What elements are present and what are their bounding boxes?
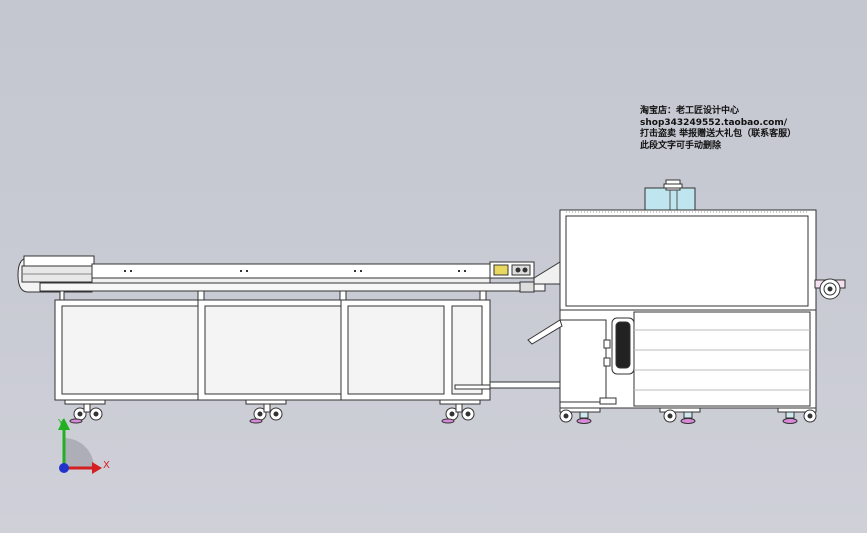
wrapper-machine [527,179,846,409]
conveyor-belt [91,263,491,279]
conveyor-assembly [17,255,561,293]
drive-yellow-block [493,264,509,276]
lower-left-door [559,319,607,403]
caster-1 [64,399,106,424]
frame-panel-1 [61,305,199,395]
conveyor-frame [54,290,563,401]
frame-panel-2 [204,305,342,395]
x-axis-arrow [92,462,102,474]
caster-2 [245,399,287,424]
conveyor-side-rail [39,282,546,292]
watermark-line-1: 淘宝店：老工匠设计中心 [640,106,740,116]
frame-panel-4 [451,305,483,395]
belt-markers [124,270,466,272]
frame-panel-3 [347,305,445,395]
watermark-line-3: 打击盗卖 举报赠送大礼包（联系客服） [640,129,797,139]
caster-3 [439,399,481,424]
y-axis-arrow [58,418,70,430]
infeed-top-cover [23,255,95,267]
upper-window [565,215,809,307]
x-axis-label: X [103,460,110,471]
axis-triad: Y X [57,418,110,474]
watermark-text: 淘宝店：老工匠设计中心 shop343249552.taobao.com/ 打击… [640,106,796,152]
y-axis-label: Y [57,418,65,429]
lower-right-panel [633,311,811,407]
casters [64,399,817,424]
axis-arc [64,438,94,468]
caster-6 [777,407,817,424]
conveyor-rail [91,277,491,284]
z-axis-dot [59,463,69,473]
watermark-line-2: shop343249552.taobao.com/ [640,117,788,128]
transfer-ramp [533,261,561,285]
control-screen [615,321,631,369]
caster-4 [559,407,601,424]
caster-5 [659,407,701,424]
watermark-line-4: 此段文字可手动删除 [640,140,722,151]
inclined-feeder [527,319,563,345]
connecting-rail [489,381,563,389]
